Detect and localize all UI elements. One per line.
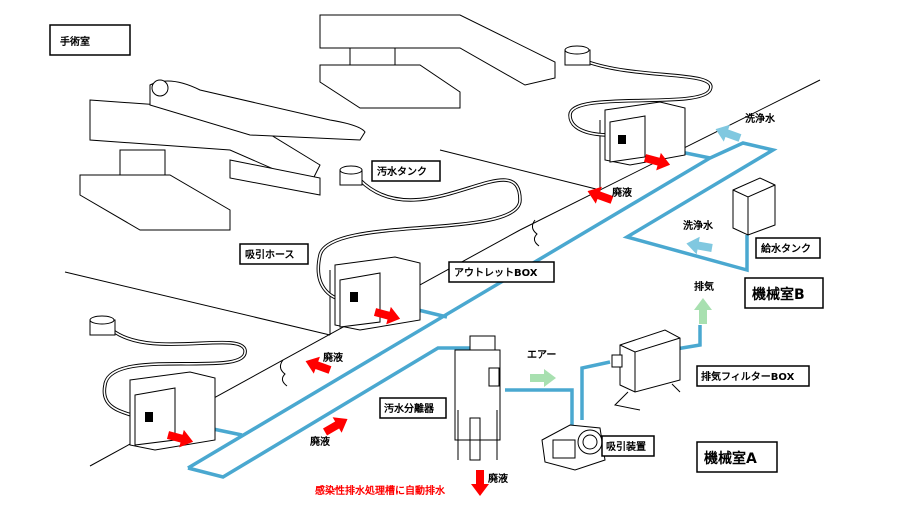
svg-text:手術室: 手術室 [60,35,90,48]
waste-arrow-down-icon [471,470,489,496]
label-waste-liquid: 廃液 [323,351,343,364]
outlet-box-left [129,371,216,451]
suction-unit [541,424,606,471]
svg-text:機械室B: 機械室B [752,286,805,303]
label-suction-unit: 吸引装置 [601,435,655,457]
exhaust-filter-box [611,329,681,411]
svg-text:機械室A: 機械室A [704,450,757,467]
wall-break-mark [531,219,540,247]
svg-text:吸引ホース: 吸引ホース [245,248,295,261]
outlet-box-middle [334,256,421,331]
label-outlet-box: アウトレットBOX [448,261,555,283]
svg-text:吸引装置: 吸引装置 [606,440,646,453]
operating-table-patient [79,79,366,231]
svg-text:アウトレットBOX: アウトレットBOX [454,267,538,279]
label-wash-water: 洗浄水 [683,219,714,232]
waste-separator [454,335,501,461]
label-waste-liquid: 廃液 [310,435,330,448]
label-waste-liquid: 廃液 [488,472,508,485]
svg-text:汚水分離器: 汚水分離器 [384,402,435,415]
label-air: エアー [527,349,556,361]
wall-break-mark [279,359,288,387]
exhaust-arrow-icon [694,298,712,324]
label-suction-hose: 吸引ホース [239,243,309,265]
label-waste-tank: 汚水タンク [371,160,441,182]
label-waste-liquid: 廃液 [612,186,632,199]
label-exhaust-filter-box: 排気フィルターBOX [696,365,810,387]
label-machine-room-b: 機械室B [744,277,824,309]
label-machine-room-a: 機械室A [696,441,778,473]
water-arrows [684,120,744,257]
label-operating-room: 手術室 [49,24,131,56]
waste-tank-middle [316,165,522,302]
label-separator: 汚水分離器 [379,397,447,419]
label-supply-tank: 給水タンク [755,237,821,259]
outlet-box-upper [604,101,686,166]
svg-text:排気フィルターBOX: 排気フィルターBOX [701,370,795,383]
waste-tank-upper [564,45,713,137]
label-auto-drain: 感染性排水処理槽に自動排水 [315,484,446,497]
operating-table-upper [319,14,556,109]
water-arrow-icon [712,120,744,147]
svg-text:汚水タンク: 汚水タンク [377,165,427,178]
svg-text:給水タンク: 給水タンク [761,242,811,255]
supply-water-tank [732,177,776,236]
label-exhaust: 排気 [694,280,714,293]
waste-tank-left [89,315,247,420]
label-wash-water: 洗浄水 [745,112,776,125]
air-arrow-icon [530,369,556,387]
